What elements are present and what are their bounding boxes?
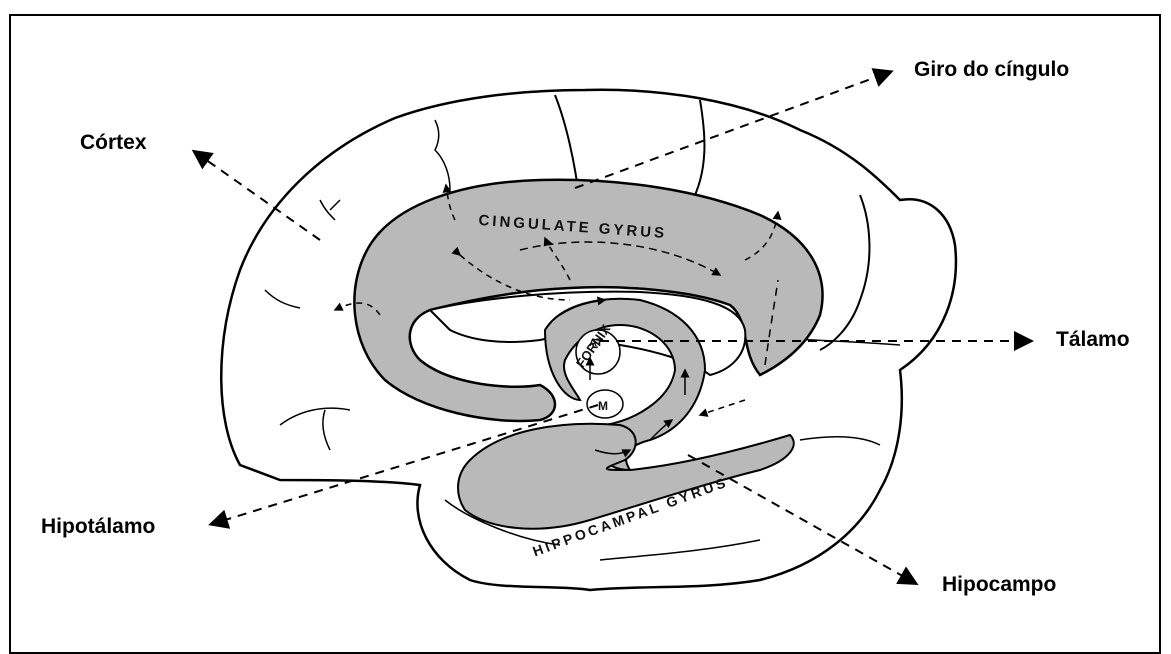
hippocampus-label: Hipocampo (942, 573, 1056, 597)
anterior-thalamus-label: AT (589, 337, 603, 349)
mammillary-label: M (598, 399, 608, 413)
hypothalamus-label: Hipotálamo (41, 515, 155, 539)
cortex-label: Córtex (80, 131, 147, 155)
thalamus-label: Tálamo (1056, 328, 1130, 352)
cingulate-gyrus-callout: Giro do cíngulo (914, 58, 1069, 82)
